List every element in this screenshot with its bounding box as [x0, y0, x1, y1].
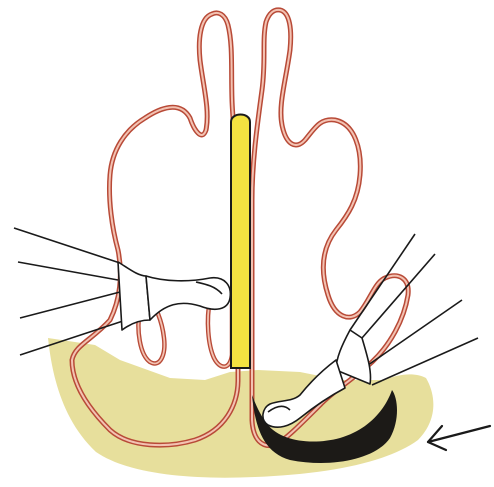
left-instrument: [14, 228, 230, 355]
arrow-left-icon: [428, 426, 490, 450]
septal-splint: [231, 115, 250, 369]
